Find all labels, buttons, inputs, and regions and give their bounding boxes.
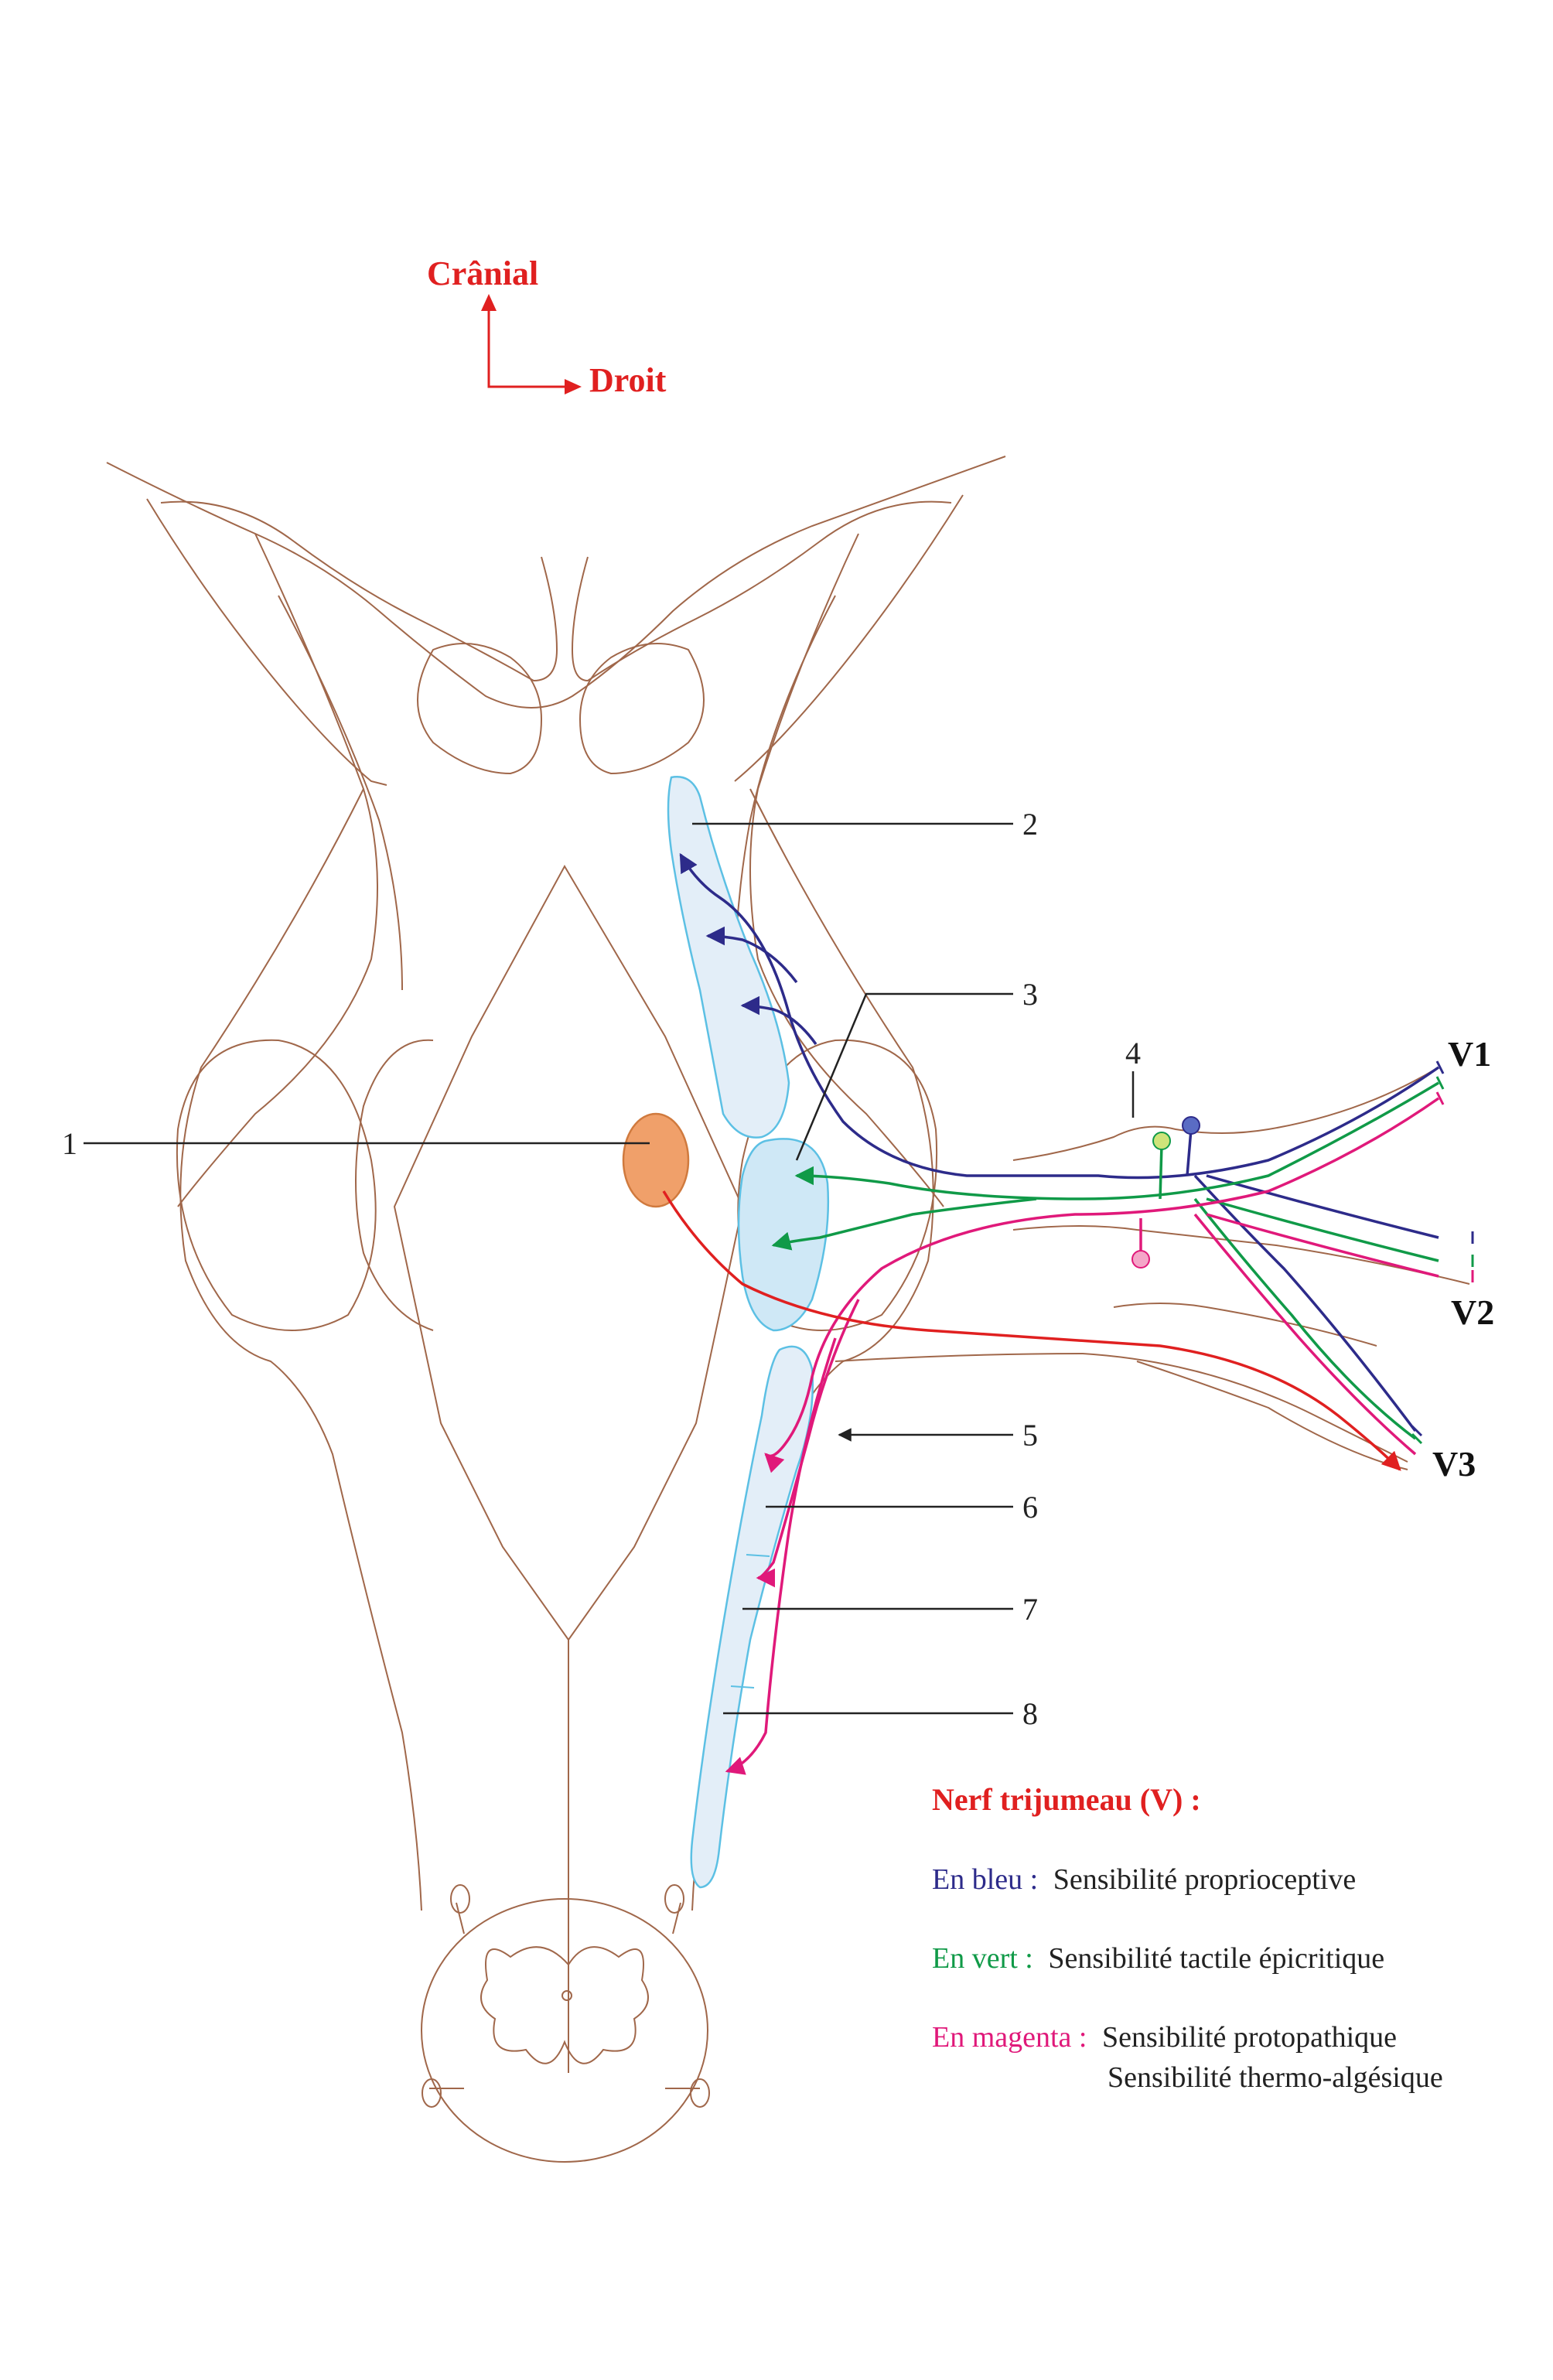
right-inner-bump bbox=[571, 500, 952, 682]
right-arrowhead bbox=[565, 379, 582, 394]
left-body-outline bbox=[179, 788, 422, 1911]
green-path-v2 bbox=[1206, 1197, 1439, 1262]
left-root-cut-bottom bbox=[422, 2078, 442, 2108]
cranial-label: Crânial bbox=[427, 254, 538, 292]
right-root-cut-bottom bbox=[690, 2078, 710, 2108]
legend-text-magenta-2: Sensibilité thermo-algésique bbox=[1108, 2061, 1443, 2094]
spinal-cord-section bbox=[421, 1898, 708, 2163]
right-colliculus bbox=[579, 643, 705, 775]
leader-lines bbox=[84, 822, 1135, 1715]
legend-key-green: En vert : bbox=[932, 1942, 1033, 1975]
green-path-v3 bbox=[1193, 1197, 1417, 1440]
label-1: 1 bbox=[62, 1126, 77, 1161]
orientation-axes bbox=[487, 306, 572, 388]
right-band-inner bbox=[734, 595, 836, 991]
blue-path-v2 bbox=[1206, 1174, 1439, 1239]
blue-ganglion-cell bbox=[1182, 1116, 1200, 1135]
central-canal bbox=[561, 1990, 572, 2001]
green-ganglion-stalk bbox=[1159, 1144, 1163, 1200]
label-3: 3 bbox=[1022, 977, 1038, 1012]
trigeminal-nuclei bbox=[622, 776, 830, 1889]
right-root-cut-top bbox=[664, 1884, 684, 1914]
rhomboid-fossa bbox=[393, 864, 744, 1641]
legend-title: Nerf trijumeau (V) : bbox=[932, 1782, 1201, 1817]
v2-lower-edge bbox=[1113, 1303, 1377, 1347]
right-band-outer bbox=[749, 533, 944, 1207]
branch-label-v2: V2 bbox=[1451, 1292, 1494, 1332]
label-7: 7 bbox=[1022, 1592, 1038, 1627]
label-2: 2 bbox=[1022, 807, 1038, 842]
magenta-path-upper bbox=[764, 1097, 1440, 1473]
pathways bbox=[662, 852, 1440, 1775]
legend-key-magenta: En magenta : bbox=[932, 2021, 1087, 2054]
spinal-nucleus bbox=[690, 1345, 814, 1889]
magenta-path-v3 bbox=[1193, 1213, 1417, 1456]
left-peduncle-inner bbox=[355, 1039, 434, 1331]
left-peduncle-outer bbox=[146, 498, 387, 786]
magenta-path-lower bbox=[725, 1337, 837, 1775]
legend-text-green: Sensibilité tactile épicritique bbox=[1048, 1942, 1384, 1975]
numbered-labels: 1 2 3 4 5 6 7 8 bbox=[62, 807, 1141, 1731]
v1-magenta-terminal bbox=[1435, 1091, 1445, 1105]
spinal-root-stubs bbox=[429, 1902, 700, 2089]
v3-lower-edge bbox=[835, 1352, 1408, 1463]
left-root-cut-top bbox=[450, 1884, 470, 1914]
branch-label-v1: V1 bbox=[1448, 1034, 1491, 1074]
green-ganglion-cell bbox=[1152, 1132, 1171, 1150]
right-peduncle-outer bbox=[734, 494, 964, 782]
v1-trunk-upper-edge bbox=[1012, 1067, 1439, 1161]
cranial-arrowhead bbox=[481, 294, 497, 311]
left-cerebellar-peduncle bbox=[176, 1039, 377, 1331]
label-8: 8 bbox=[1022, 1696, 1038, 1731]
red-motor-path bbox=[662, 1190, 1401, 1471]
orientation-indicator: Crânial Droit bbox=[427, 254, 667, 399]
spinal-nucleus-divisions bbox=[730, 1554, 770, 1689]
v2-trunk-edge bbox=[1012, 1225, 1470, 1285]
nerve-terminals bbox=[1411, 1060, 1474, 1445]
grey-matter bbox=[480, 1946, 649, 2064]
left-band-inner bbox=[278, 595, 403, 991]
legend-key-blue: En bleu : bbox=[932, 1863, 1038, 1896]
v3-blue-terminal bbox=[1411, 1425, 1423, 1437]
legend-text-magenta: Sensibilité protopathique bbox=[1102, 2021, 1397, 2054]
right-label: Droit bbox=[589, 361, 667, 399]
blue-path-main bbox=[679, 852, 1440, 1180]
label-4: 4 bbox=[1125, 1036, 1141, 1070]
left-inner-bump bbox=[160, 500, 558, 682]
magenta-ganglion-cell bbox=[1131, 1250, 1150, 1269]
v1-green-terminal bbox=[1435, 1076, 1445, 1090]
legend: Nerf trijumeau (V) : En bleu : Sensibili… bbox=[932, 1782, 1443, 2094]
blue-path-branch-2 bbox=[740, 995, 817, 1046]
mesencephalic-nucleus bbox=[667, 776, 790, 1139]
blue-ganglion-stalk bbox=[1186, 1129, 1193, 1176]
motor-nucleus bbox=[622, 1112, 690, 1208]
legend-text-blue: Sensibilité proprioceptive bbox=[1053, 1863, 1357, 1896]
v3-green-terminal bbox=[1411, 1432, 1423, 1445]
leader-3 bbox=[795, 992, 1013, 1161]
green-path-principal bbox=[794, 1081, 1439, 1200]
blue-path-v3 bbox=[1193, 1174, 1417, 1432]
label-5: 5 bbox=[1022, 1418, 1038, 1453]
blue-path-branch-1 bbox=[705, 926, 798, 984]
legend-row-blue: En bleu : Sensibilité proprioceptive bbox=[932, 1863, 1356, 1896]
v3-trunk-edge bbox=[1136, 1361, 1408, 1470]
branch-label-v3: V3 bbox=[1432, 1444, 1476, 1484]
legend-row-magenta: En magenta : Sensibilité protopathique bbox=[932, 2021, 1397, 2054]
peduncle-top-edge bbox=[106, 456, 1006, 709]
v1-blue-terminal bbox=[1435, 1060, 1445, 1074]
green-path-lower bbox=[771, 1197, 1037, 1251]
left-band-outer bbox=[177, 533, 378, 1207]
left-colliculus bbox=[417, 643, 543, 775]
legend-row-green: En vert : Sensibilité tactile épicritiqu… bbox=[932, 1942, 1384, 1975]
label-6: 6 bbox=[1022, 1490, 1038, 1525]
nerve-branch-labels: V1 V2 V3 bbox=[1432, 1034, 1494, 1484]
magenta-path-v2 bbox=[1206, 1213, 1439, 1278]
